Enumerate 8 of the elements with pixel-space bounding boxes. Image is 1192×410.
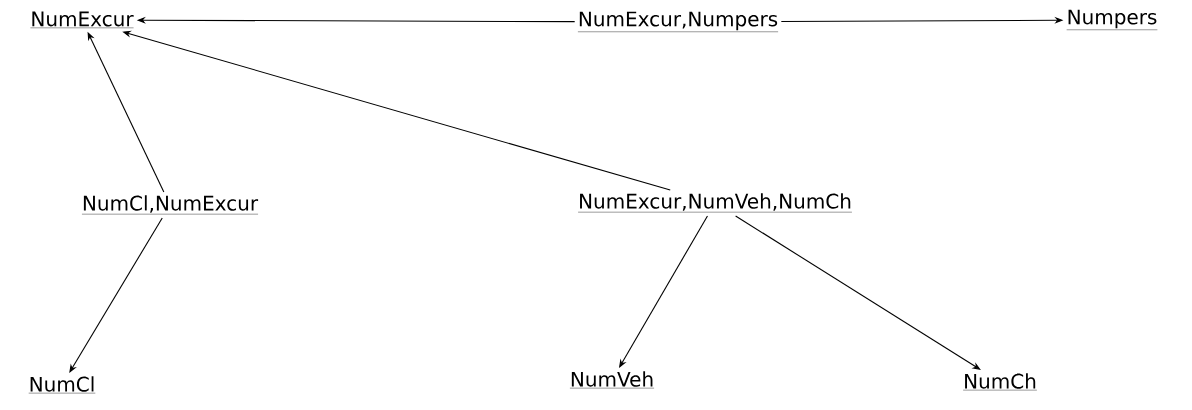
underlined-label: NumCl,NumExcur	[81, 195, 259, 215]
underlined-label: NumExcur,Numpers	[577, 11, 779, 32]
underlined-label: NumCl	[28, 376, 96, 394]
underlined-label: NumVeh	[569, 371, 655, 389]
underlined-label: Numpers	[1066, 9, 1158, 30]
underlined-label: NumExcur	[30, 11, 134, 29]
underlined-label: NumCh	[962, 373, 1038, 391]
underlined-label: NumExcur,NumVeh,NumCh	[577, 193, 853, 213]
